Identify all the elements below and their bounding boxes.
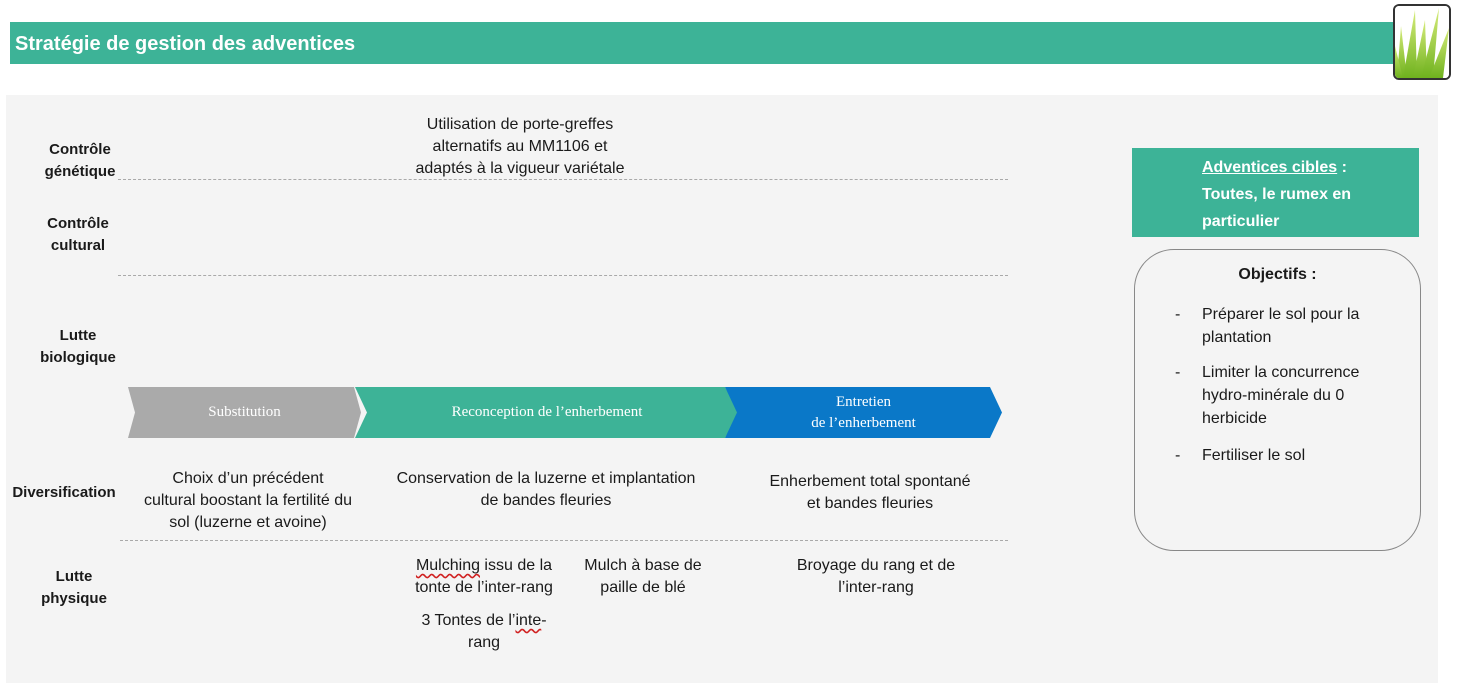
phase-substitution: Substitution xyxy=(128,387,361,438)
row-separator xyxy=(118,179,1008,180)
objectifs-box: Objectifs : - Préparer le sol pour la pl… xyxy=(1134,249,1421,551)
row-label-lutte-physique: Lutte physique xyxy=(41,568,107,607)
row-label-lutte-biologique: Lutte biologique xyxy=(40,327,116,366)
objectifs-title: Objectifs : xyxy=(1238,266,1317,283)
row-separator xyxy=(118,275,1008,276)
page-title: Stratégie de gestion des adventices xyxy=(10,22,1397,64)
physique-tontes: 3 Tontes de l’inte- rang xyxy=(421,612,547,651)
adventices-cibles-box: Adventices cibles : Toutes, le rumex en … xyxy=(1132,148,1419,237)
diversification-substitution: Choix d’un précédent cultural boostant l… xyxy=(143,470,353,531)
physique-mulch-paille: Mulch à base de paille de blé xyxy=(584,557,702,596)
row-separator xyxy=(120,540,1008,541)
physique-mulching: Mulching issu de la tonte de l’inter-ran… xyxy=(415,557,553,596)
phase-reconception: Reconception de l’enherbement xyxy=(355,387,739,438)
row-label-diversification: Diversification xyxy=(12,484,116,501)
diversification-entretien: Enherbement total spontané et bandes fle… xyxy=(769,473,971,512)
diversification-reconception: Conservation de la luzerne et implantati… xyxy=(396,470,696,509)
physique-broyage: Broyage du rang et de l’inter-rang xyxy=(796,557,956,596)
row-label-controle-cultural: Contrôle cultural xyxy=(47,215,109,254)
genetique-text: Utilisation de porte-greffes alternatifs… xyxy=(415,116,625,177)
row-label-controle-genetique: Contrôle génétique xyxy=(44,141,116,180)
grass-icon xyxy=(1393,4,1451,80)
